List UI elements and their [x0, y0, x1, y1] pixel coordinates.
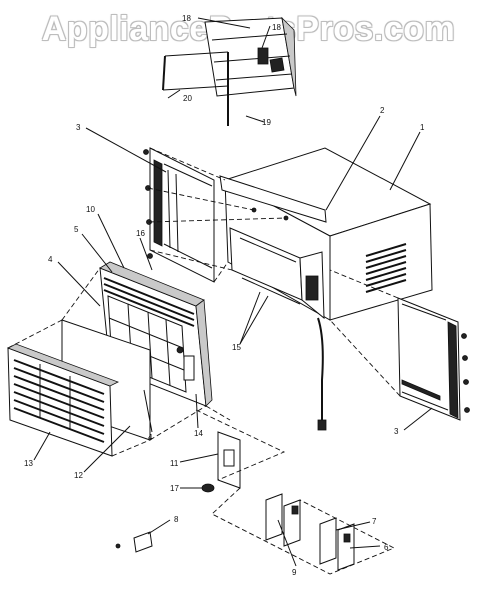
screws [115, 149, 470, 549]
callout-7: 7 [372, 517, 377, 526]
callout-8: 8 [174, 515, 179, 524]
callout-18-a: 18 [182, 14, 191, 23]
callout-15: 15 [232, 343, 241, 352]
callout-3-bottom: 3 [394, 427, 399, 436]
cabinet-assembly [219, 147, 433, 431]
callout-11: 11 [170, 459, 179, 468]
callout-labels: 18 18 20 19 3 2 1 10 5 16 4 15 3 4 14 11… [24, 14, 425, 577]
side-curtain-right [397, 297, 461, 421]
callout-17: 17 [170, 484, 179, 493]
assembly-lines [7, 147, 401, 575]
callout-5: 5 [74, 225, 79, 234]
grille-louvers [13, 359, 105, 443]
callout-19: 19 [262, 118, 271, 127]
mounting-clip [133, 531, 153, 553]
callout-3-top: 3 [76, 123, 81, 132]
callout-20: 20 [183, 94, 192, 103]
callout-4-left: 4 [48, 255, 53, 264]
cabinet-vent-louvers [365, 243, 407, 293]
mounting-brackets [265, 493, 355, 571]
side-curtain-left [149, 147, 215, 283]
control-panel [217, 431, 241, 489]
callout-14: 14 [194, 429, 203, 438]
control-knob [201, 483, 215, 493]
callout-12: 12 [74, 471, 83, 480]
callout-6: 6 [384, 543, 389, 552]
leader-lines [33, 17, 433, 567]
callout-1: 1 [420, 123, 425, 132]
callout-4-bottom: 4 [148, 433, 153, 442]
callout-16: 16 [136, 229, 145, 238]
callout-2: 2 [380, 106, 385, 115]
top-panel-assembly [162, 16, 297, 126]
callout-13: 13 [24, 459, 33, 468]
callout-10: 10 [86, 205, 95, 214]
front-grille [6, 343, 120, 457]
callout-18-b: 18 [272, 23, 281, 32]
callout-9: 9 [292, 568, 297, 577]
